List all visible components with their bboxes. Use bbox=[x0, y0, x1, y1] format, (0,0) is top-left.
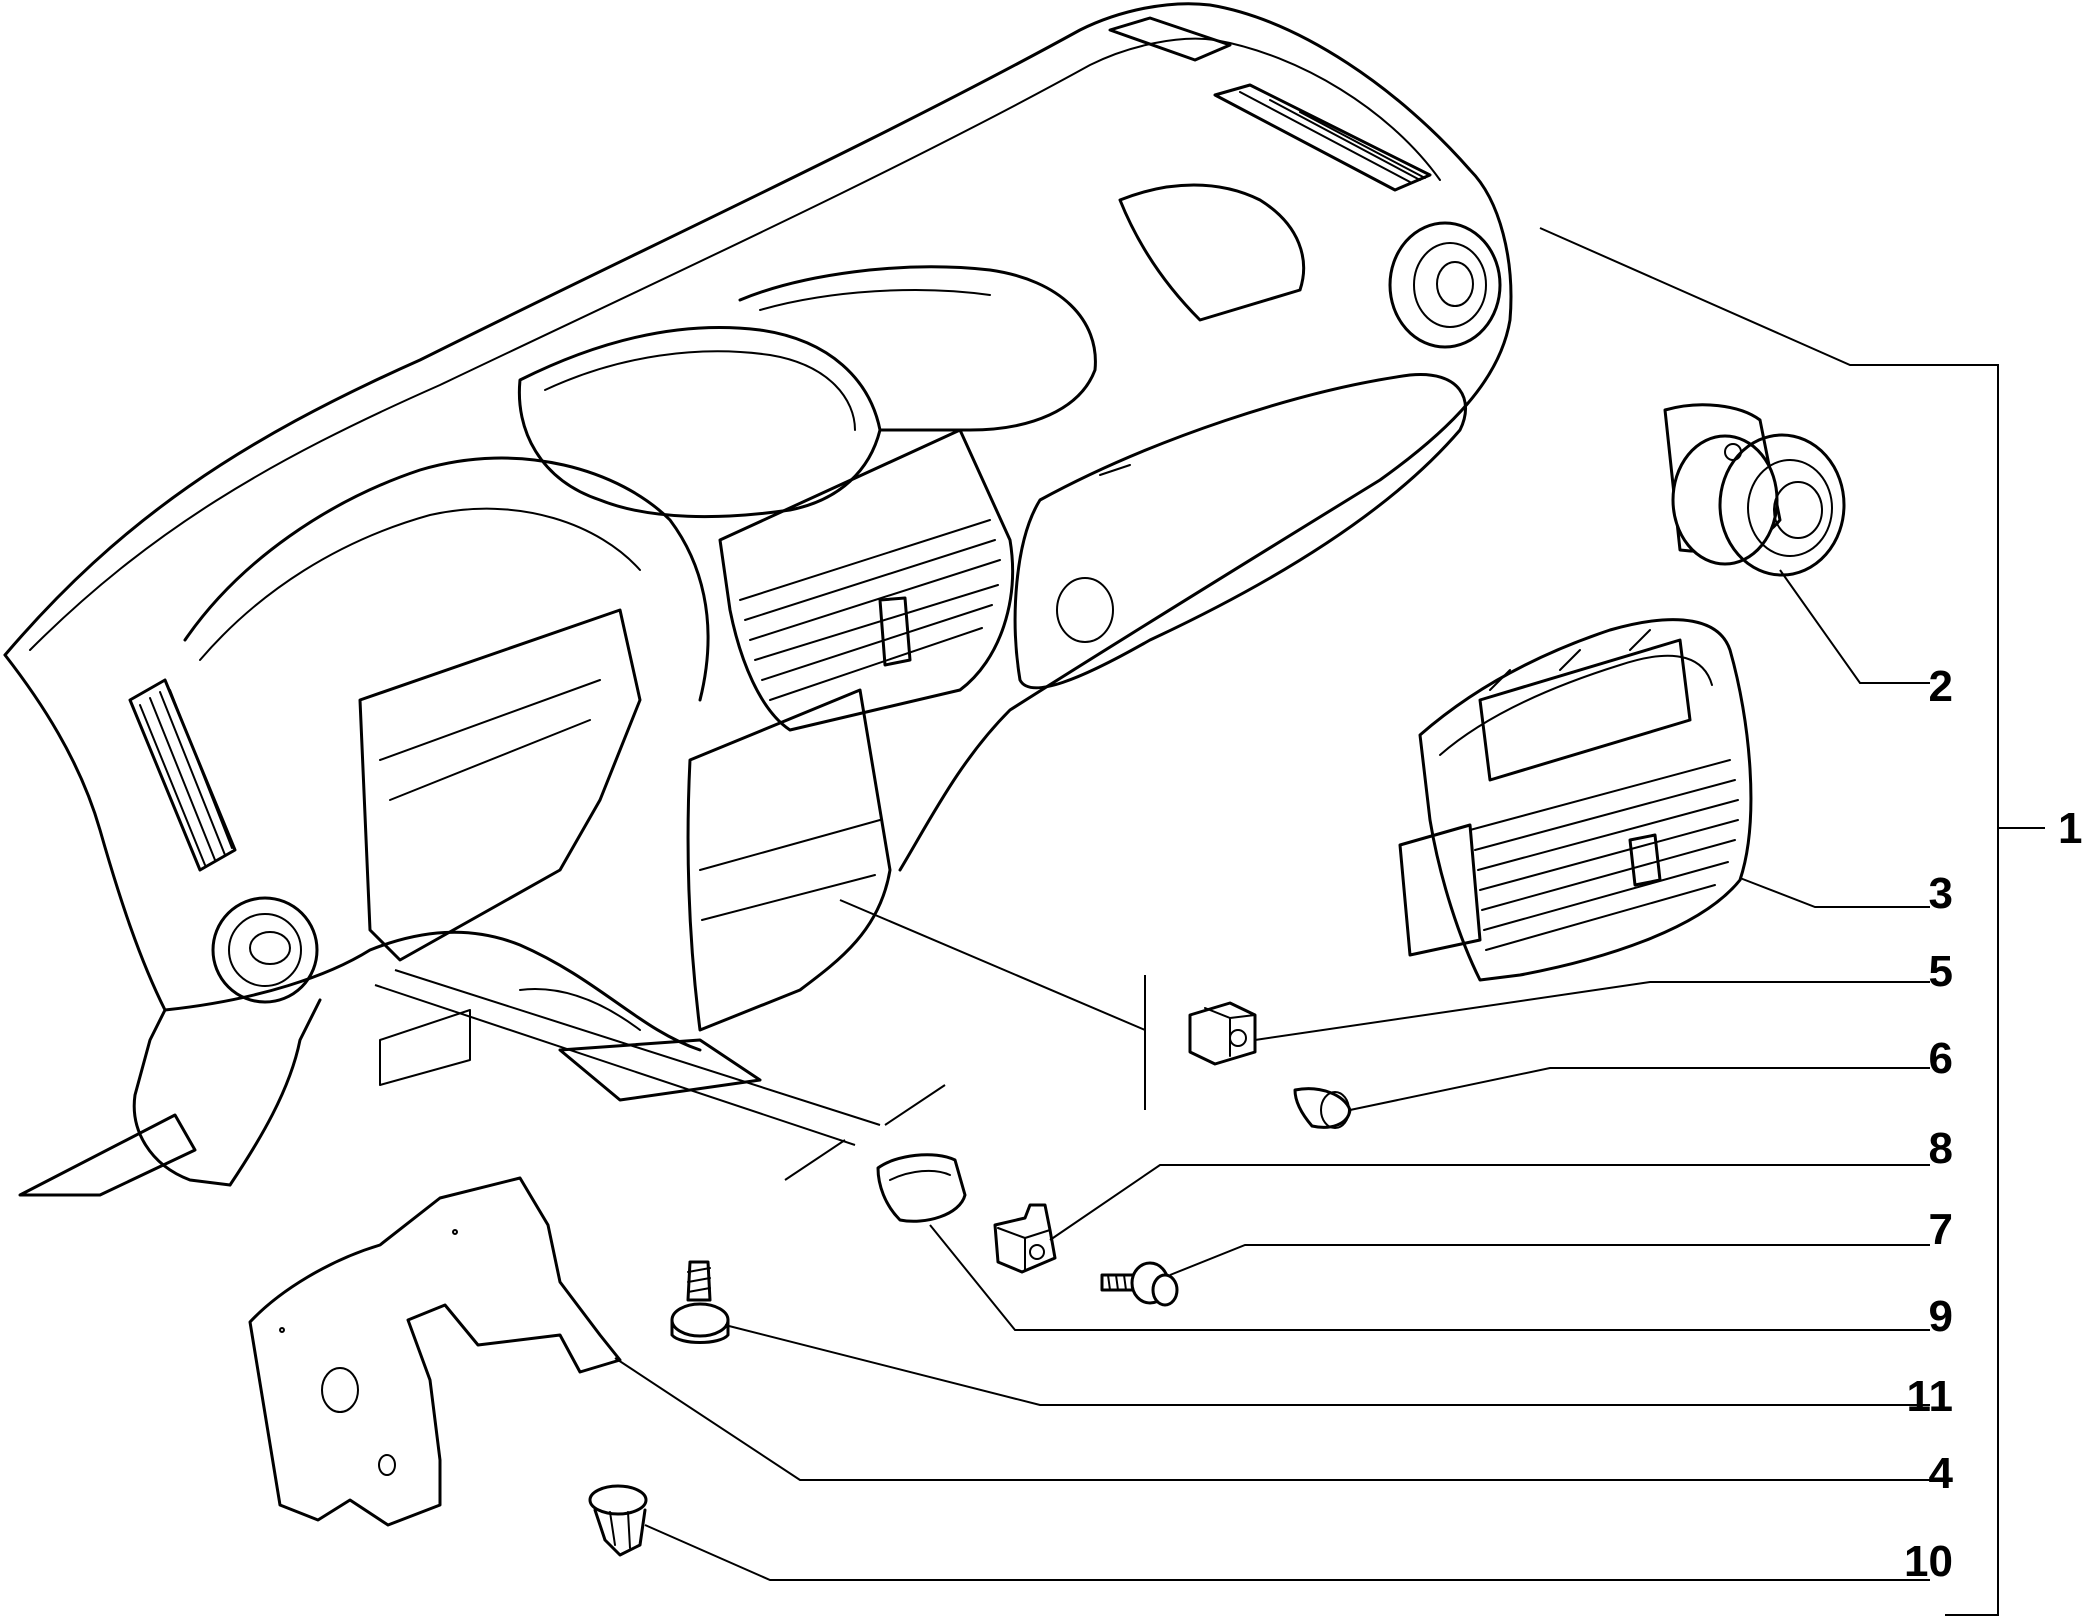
callout-2: 2 bbox=[1928, 662, 1953, 711]
callout-8: 8 bbox=[1928, 1124, 1953, 1173]
callout-11: 11 bbox=[1906, 1372, 1953, 1421]
callout-7: 7 bbox=[1928, 1205, 1953, 1254]
part-4-cover-panel bbox=[248, 1176, 622, 1527]
callout-3: 3 bbox=[1928, 869, 1953, 918]
callout-6: 6 bbox=[1928, 1034, 1953, 1083]
part-3-central-vent bbox=[1398, 618, 1753, 982]
part-11-bolt bbox=[670, 1260, 730, 1344]
callout-5: 5 bbox=[1928, 947, 1953, 996]
part-7-screw bbox=[1100, 1261, 1179, 1307]
part-9-clip bbox=[876, 1153, 967, 1223]
part-6-plug bbox=[1293, 1087, 1352, 1129]
dashboard-assembly bbox=[3, 2, 1513, 1197]
part-10-push-clip bbox=[588, 1484, 648, 1557]
callout-4: 4 bbox=[1928, 1449, 1953, 1498]
part-5-clip bbox=[1188, 1001, 1257, 1066]
callout-1: 1 bbox=[2058, 804, 2083, 853]
callout-10: 10 bbox=[1904, 1537, 1953, 1586]
part-2-round-vent bbox=[1663, 403, 1846, 577]
part-8-clip bbox=[993, 1203, 1057, 1274]
callout-9: 9 bbox=[1928, 1292, 1953, 1341]
leader-lines bbox=[374, 227, 2045, 1616]
